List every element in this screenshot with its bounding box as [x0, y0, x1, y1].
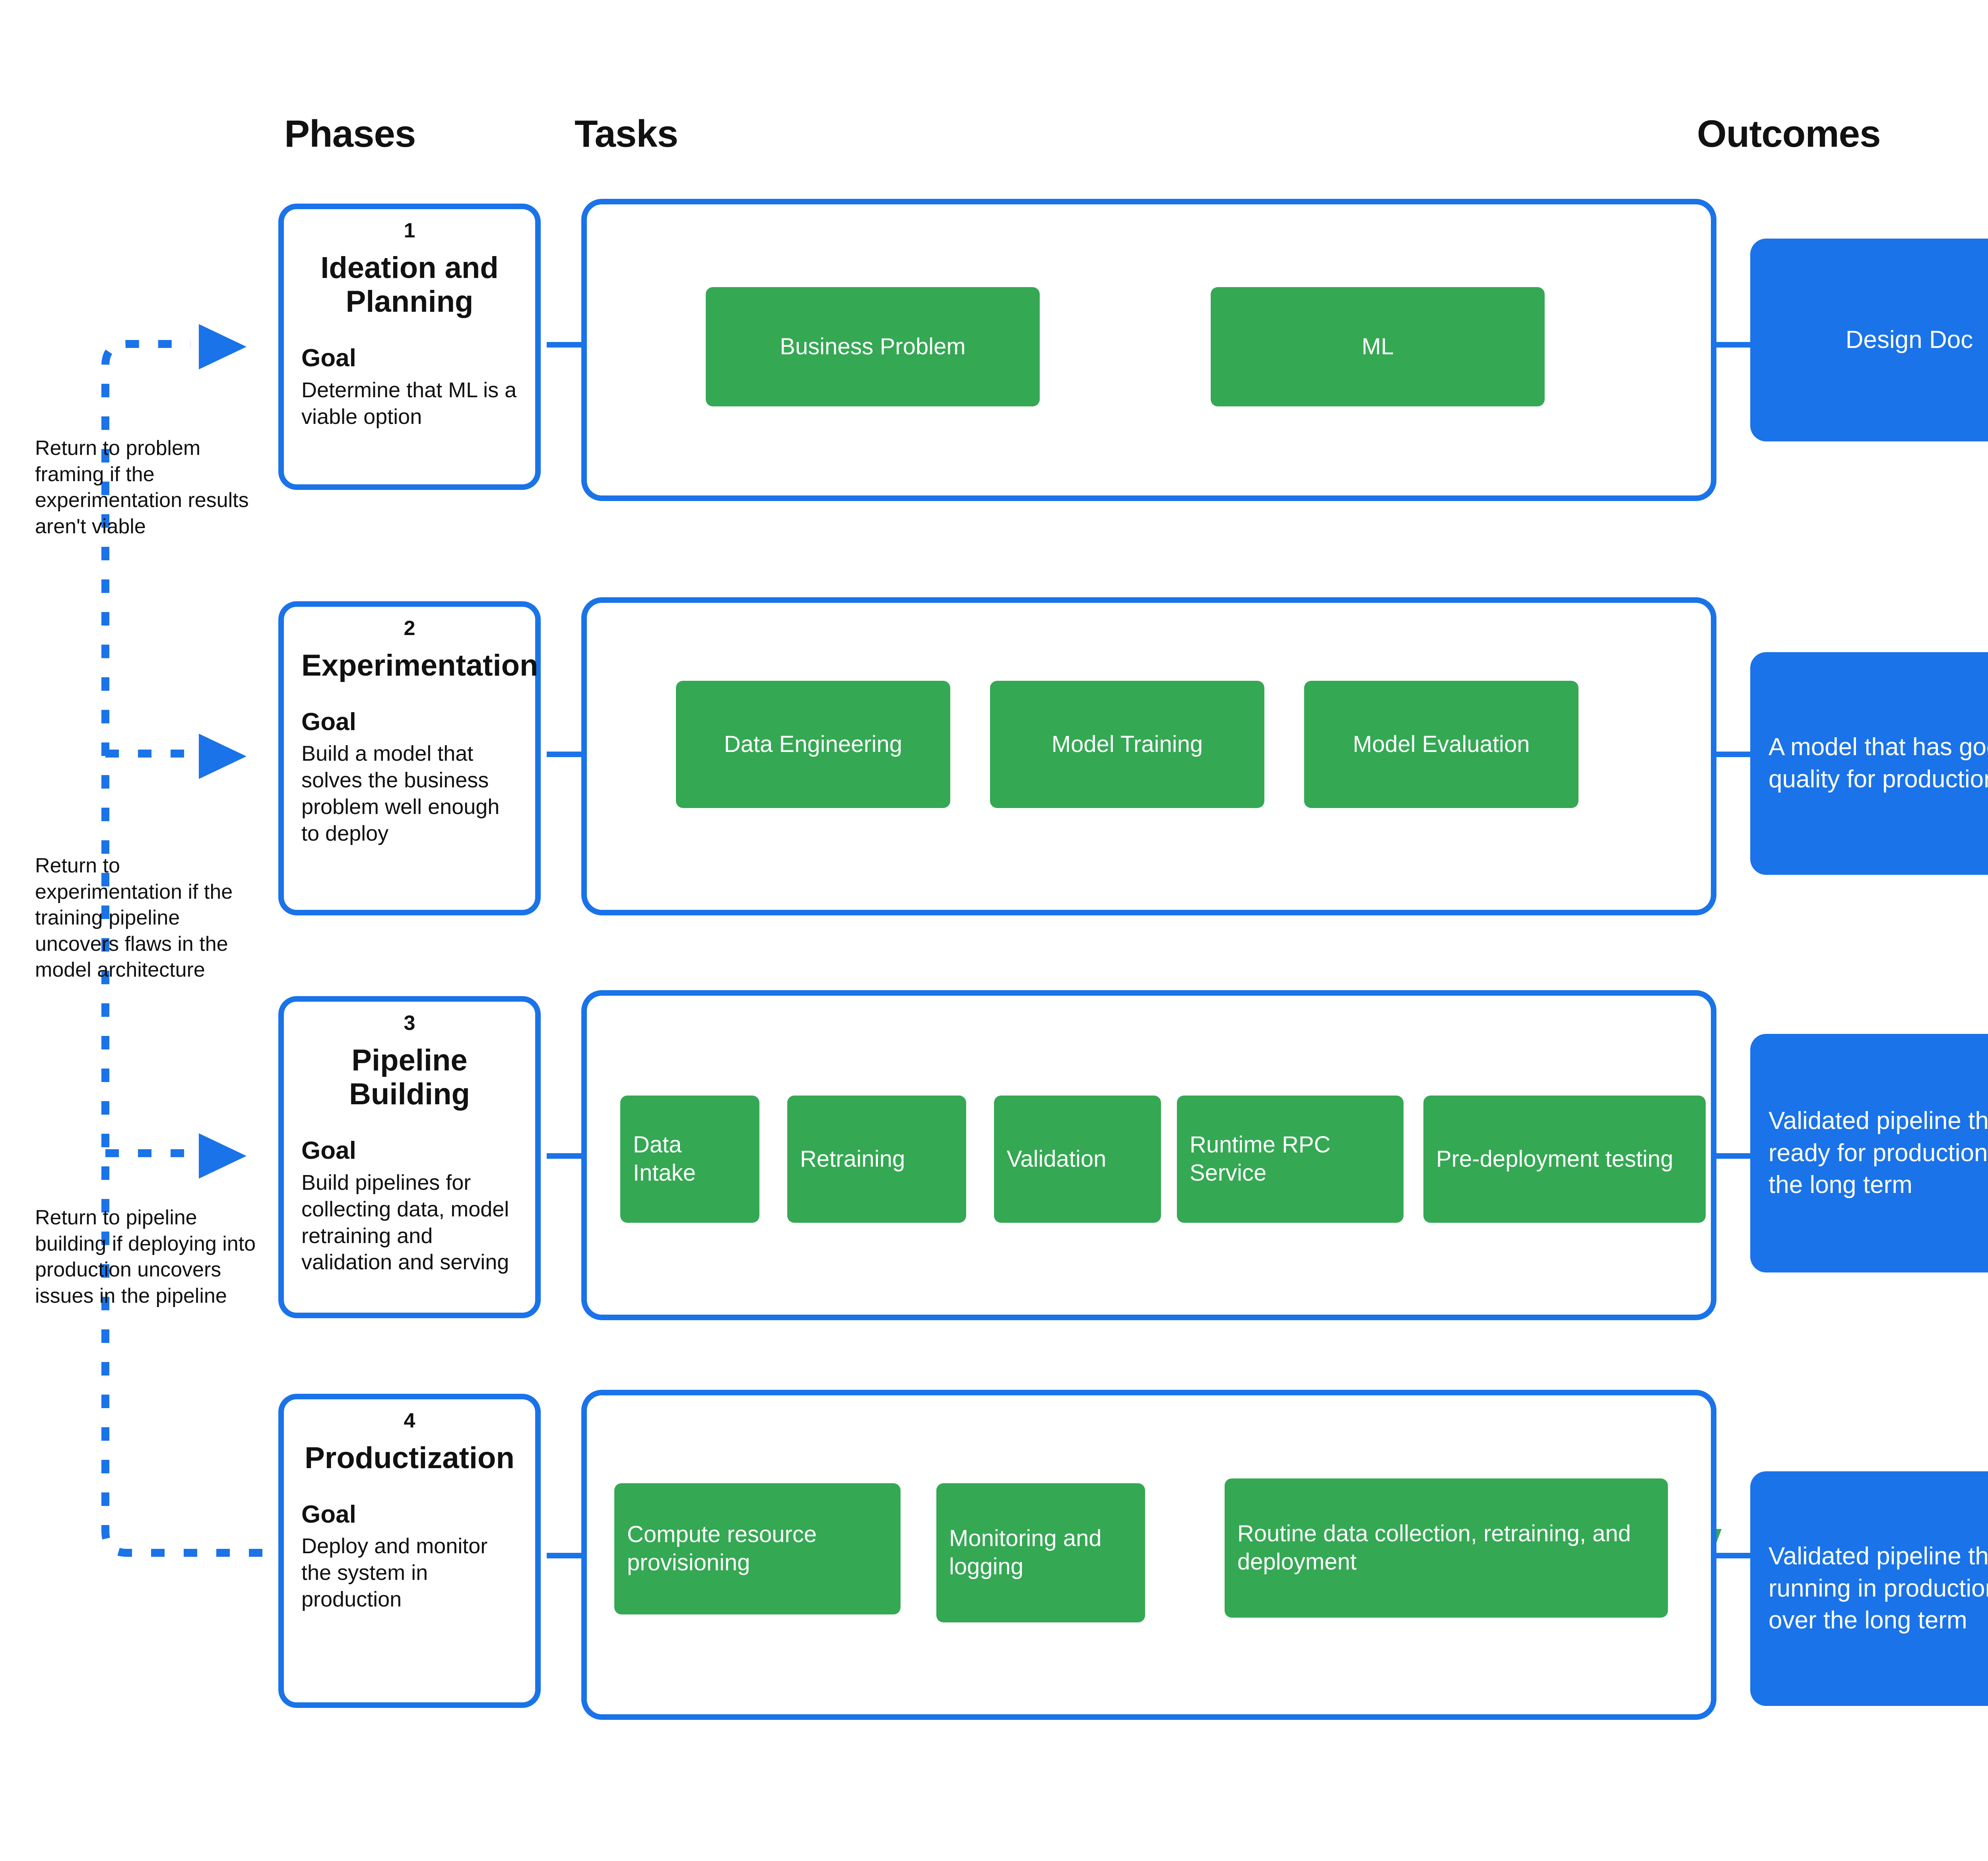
link-phase1-tasks [547, 342, 582, 348]
link-phase4-tasks [547, 1553, 582, 1558]
task-node-validation[interactable]: Validation [994, 1096, 1161, 1223]
column-header-outcomes: Outcomes [1697, 113, 1881, 155]
phase-card-3[interactable]: 3 Pipeline Building Goal Build pipelines… [278, 996, 541, 1318]
task-node-runtime-rpc-service[interactable]: Runtime RPC Service [1177, 1096, 1404, 1223]
phase-goal-label-4: Goal [301, 1501, 356, 1529]
task-node-routine-data-collection[interactable]: Routine data collection, retraining, and… [1225, 1478, 1668, 1618]
task-node-compute-resource-provisioning[interactable]: Compute resource provisioning [614, 1483, 901, 1614]
phase-title-4: Productization [305, 1441, 514, 1475]
phase-number-4: 4 [404, 1409, 415, 1432]
phase-goal-text-1: Determine that ML is a viable option [301, 378, 517, 429]
phase-goal-label-2: Goal [301, 708, 356, 736]
task-node-model-evaluation[interactable]: Model Evaluation [1304, 681, 1578, 808]
link-tasks1-outcome [1712, 342, 1751, 348]
annotation-return-to-pipeline-building: Return to pipeline building if deploying… [35, 1206, 256, 1307]
outcome-box-3[interactable]: Validated pipeline that's ready for prod… [1750, 1034, 1988, 1272]
phase-goal-text-4: Deploy and monitor the system in product… [301, 1534, 488, 1612]
phase-card-1[interactable]: 1 Ideation and Planning Goal Determine t… [278, 204, 541, 490]
annotation-return-to-problem-framing: Return to problem framing if the experim… [35, 437, 249, 538]
column-header-tasks: Tasks [575, 113, 678, 155]
task-node-monitoring-and-logging[interactable]: Monitoring and logging [936, 1483, 1145, 1622]
outcome-box-2[interactable]: A model that has good quality for produc… [1750, 652, 1988, 875]
phase-goal-text-2: Build a model that solves the business p… [301, 742, 500, 846]
phase-title-3: Pipeline Building [349, 1043, 470, 1111]
phase-card-2[interactable]: 2 Experimentation Goal Build a model tha… [278, 601, 541, 915]
task-node-business-problem[interactable]: Business Problem [706, 287, 1040, 406]
task-node-model-training[interactable]: Model Training [990, 681, 1264, 808]
annotation-return-to-experimentation-training: Return to experimentation if the trainin… [35, 854, 233, 982]
phase-goal-label-1: Goal [301, 344, 356, 372]
task-node-ml[interactable]: ML [1211, 287, 1545, 406]
link-phase2-tasks [547, 752, 582, 757]
column-header-phases: Phases [284, 113, 416, 155]
task-node-data-engineering[interactable]: Data Engineering [676, 681, 950, 808]
task-node-retraining[interactable]: Retraining [787, 1096, 966, 1223]
link-tasks3-outcome [1712, 1153, 1751, 1159]
phase-goal-label-3: Goal [301, 1137, 356, 1165]
feedback-arrow-to-phase1 [199, 324, 247, 369]
task-node-data-intake[interactable]: Data Intake [620, 1096, 759, 1223]
phase-title-2: Experimentation [301, 649, 538, 683]
feedback-arrow-to-phase3 [199, 1133, 247, 1179]
phase-number-1: 1 [404, 219, 415, 242]
phase-title-1: Ideation and Planning [320, 251, 499, 319]
task-node-pre-deployment-testing[interactable]: Pre-deployment testing [1423, 1096, 1706, 1223]
outcome-box-4[interactable]: Validated pipeline that's running in pro… [1750, 1471, 1988, 1706]
outcome-box-1[interactable]: Design Doc [1750, 239, 1988, 441]
phase-card-4[interactable]: 4 Productization Goal Deploy and monitor… [278, 1394, 541, 1708]
phase-number-3: 3 [404, 1012, 415, 1035]
feedback-arrow-to-phase2 [199, 734, 247, 779]
link-tasks2-outcome [1712, 752, 1751, 757]
phase-goal-text-3: Build pipelines for collecting data, mod… [301, 1170, 509, 1274]
phase-number-2: 2 [404, 617, 415, 640]
link-phase3-tasks [547, 1153, 582, 1159]
link-tasks4-outcome [1712, 1553, 1751, 1558]
